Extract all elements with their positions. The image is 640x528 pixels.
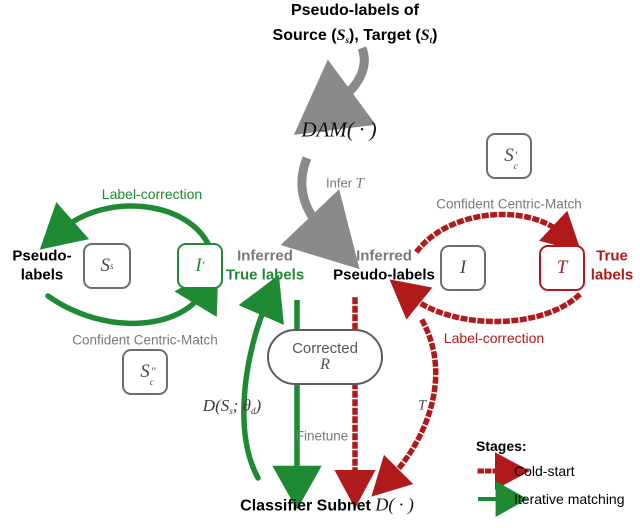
- d-ss-theta-mid: ; θ: [232, 396, 252, 415]
- legend-iterative-matching-label: Iterative matching: [514, 491, 625, 507]
- inferred-true-labels: Inferred True labels: [226, 247, 304, 285]
- confident-centric-match-right-text: Confident Centric-Match: [436, 196, 582, 212]
- corrected-title-text: Corrected: [292, 339, 358, 357]
- node-s-c-prime-mark: ′: [514, 148, 518, 162]
- title-line1-text: Pseudo-labels of: [290, 2, 420, 19]
- infer-t-symbol: T: [355, 175, 364, 192]
- node-i-symbol: I: [459, 257, 467, 278]
- pseudo-labels-left-line2: labels: [20, 266, 64, 283]
- arrow-t-to-classifier-red: [371, 318, 439, 497]
- true-labels-line1: True: [596, 247, 628, 265]
- arrow-title-to-dam: [293, 46, 376, 135]
- legend-cold-start-label: Cold-start: [514, 463, 575, 479]
- t-flow-label: T: [418, 398, 426, 415]
- title-source-symbol: S: [336, 27, 346, 44]
- arrow-label-correction-red: [389, 279, 582, 325]
- label-correction-red-text: Label-correction: [443, 330, 545, 346]
- arrow-label-correction-green: [39, 201, 213, 251]
- title-source-subscript: s: [345, 35, 349, 45]
- d-ss-theta-sub1: s: [229, 406, 233, 416]
- inferred-true-line1: Inferred: [237, 247, 293, 265]
- confident-centric-match-left-label: Confident Centric-Match: [72, 333, 218, 348]
- confident-centric-match-left-text: Confident Centric-Match: [72, 332, 218, 348]
- pseudo-labels-left-line1: Pseudo-: [12, 247, 72, 265]
- inferred-pseudo-line1: Inferred: [356, 247, 412, 265]
- confident-centric-match-right-label: Confident Centric-Match: [436, 197, 582, 212]
- finetune-text: Finetune: [295, 428, 349, 444]
- node-s-s-symbol: S: [100, 255, 110, 276]
- classifier-subnet-node: Classifier Subnet D( · ): [240, 495, 414, 516]
- true-labels-right: True labels: [591, 247, 634, 285]
- label-correction-green-label: Label-correction: [102, 186, 202, 202]
- node-s-c-prime-symbol: S: [504, 145, 514, 166]
- d-ss-theta-sub2: d: [251, 406, 256, 416]
- node-s-c-dprime-symbol: S: [140, 361, 150, 382]
- legend-item-iterative-matching: Iterative matching: [514, 491, 625, 507]
- node-i-prime-mark: ′: [201, 258, 205, 273]
- node-s-c-dprime-mark: ″: [150, 364, 156, 378]
- infer-t-label: Infer T: [326, 176, 364, 193]
- d-ss-theta-prefix: D(S: [202, 396, 230, 415]
- title-target-symbol: S: [420, 27, 430, 44]
- finetune-label: Finetune: [296, 429, 349, 444]
- t-flow-text: T: [417, 397, 427, 414]
- node-t-symbol: T: [556, 257, 568, 278]
- classifier-subnet-symbol: D( · ): [375, 494, 414, 515]
- node-box-i-prime: I′: [177, 243, 223, 289]
- node-box-s-c-prime: S c ′: [486, 133, 532, 179]
- node-box-s-c-double-prime: S c ″: [122, 349, 168, 395]
- title-close-paren: ): [432, 27, 438, 44]
- arrow-confident-centric-match-green: [45, 266, 219, 326]
- node-box-t: T: [539, 245, 585, 291]
- arrow-d-ss-theta-green: [238, 274, 284, 481]
- d-ss-theta-label: D(Ss; θd): [203, 396, 261, 416]
- inferred-pseudo-labels: Inferred Pseudo-labels: [333, 247, 435, 285]
- node-i-prime-symbol: I: [195, 255, 202, 276]
- d-ss-theta-end: ): [255, 396, 262, 415]
- legend-item-cold-start: Cold-start: [514, 463, 575, 479]
- inferred-pseudo-line2: Pseudo-labels: [333, 266, 435, 283]
- inferred-true-line2: True labels: [225, 266, 305, 283]
- title-source-text: Source (: [272, 27, 337, 44]
- pseudo-labels-left: Pseudo- labels: [12, 247, 71, 285]
- dam-node-label: DAM( · ): [301, 117, 377, 142]
- node-s-s-subscript: s: [109, 261, 114, 271]
- title-target-text: ), Target (: [348, 27, 421, 44]
- legend-title-text: Stages:: [476, 438, 527, 454]
- classifier-subnet-text: Classifier Subnet: [240, 497, 371, 515]
- true-labels-line2: labels: [590, 266, 634, 283]
- dam-node: DAM( · ): [301, 118, 376, 143]
- node-corrected-r: Corrected R: [267, 329, 383, 385]
- infer-t-text: Infer: [326, 175, 353, 191]
- corrected-symbol-text: R: [320, 355, 330, 373]
- title-target-subscript: t: [429, 35, 433, 45]
- arrow-dam-to-inferred: [280, 156, 360, 270]
- page-title-line1: Pseudo-labels of: [291, 2, 419, 20]
- node-s-c-prime-subscript: c: [513, 161, 518, 171]
- arrow-confident-centric-match-red: [414, 210, 582, 254]
- label-correction-green-text: Label-correction: [101, 186, 203, 202]
- label-correction-red-label: Label-correction: [444, 330, 544, 346]
- page-title-line2: Source (Ss), Target (St): [273, 27, 438, 45]
- legend-title: Stages:: [476, 438, 527, 454]
- node-s-c-dprime-subscript: c: [149, 377, 154, 387]
- node-box-i: I: [440, 245, 486, 291]
